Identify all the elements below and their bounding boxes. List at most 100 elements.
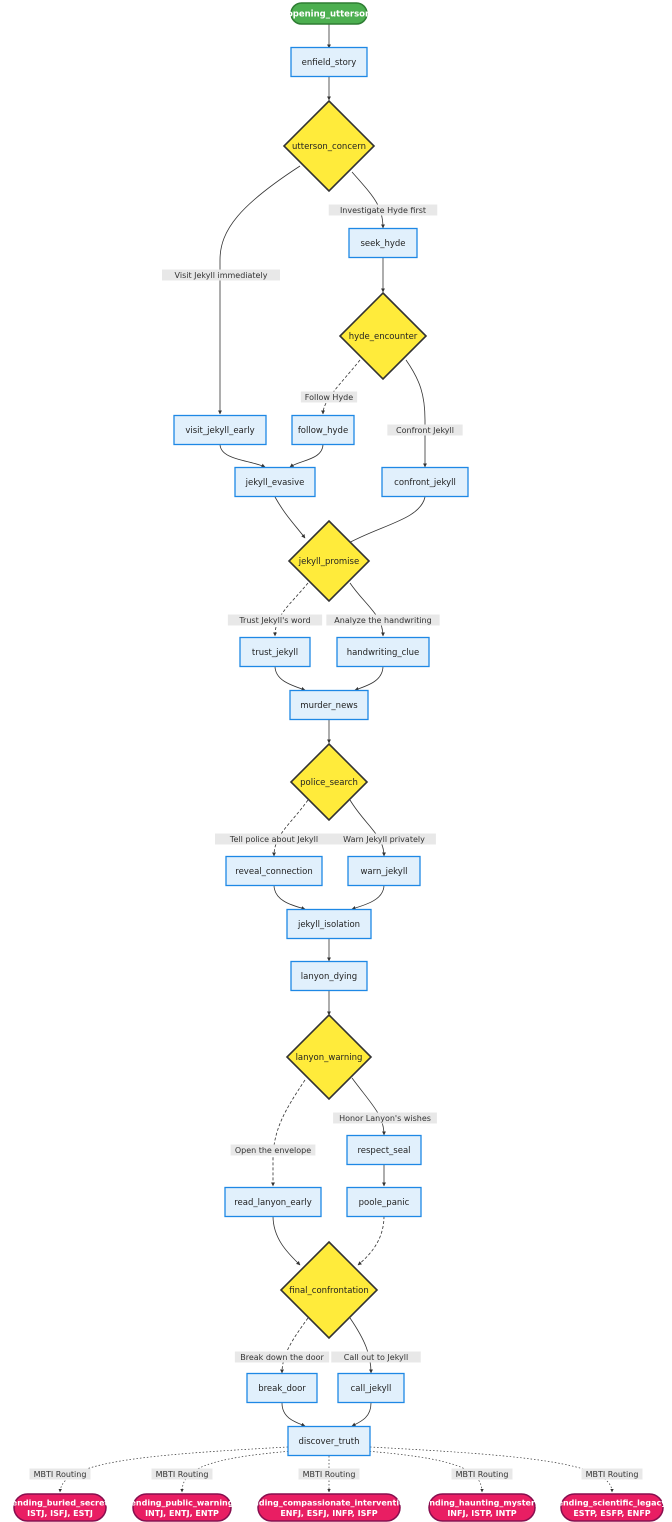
decision-node-police-search[interactable]: police_search — [289, 742, 369, 822]
edge-discover-ending-4 — [365, 1450, 484, 1493]
edge-label-visit-jekyll-immediately: Visit Jekyll immediately — [162, 269, 280, 281]
node-label: handwriting_clue — [347, 648, 420, 658]
edge-confront-promise — [344, 496, 426, 546]
svg-text:Break down the door: Break down the door — [240, 1353, 324, 1362]
node-label: discover_truth — [299, 1437, 360, 1447]
edge-warning-respect — [351, 1077, 386, 1136]
svg-text:Tell police about Jekyll: Tell police about Jekyll — [229, 835, 318, 844]
decision-node-jekyll-promise[interactable]: jekyll_promise — [287, 519, 371, 603]
edge-promise-trust — [273, 582, 309, 637]
decision-node-lanyon-warning[interactable]: lanyon_warning — [285, 1013, 373, 1101]
edge-label-mbti-routing-1: MBTI Routing — [29, 1468, 91, 1480]
node-label: police_search — [300, 778, 358, 788]
edge-concern-seek — [351, 171, 385, 229]
node-label: hyde_encounter — [349, 332, 418, 342]
node-label: visit_jekyll_early — [185, 426, 254, 436]
process-node-trust-jekyll[interactable]: trust_jekyll — [239, 636, 311, 668]
node-label: lanyon_dying — [301, 972, 357, 982]
edge-label-warn-privately: Warn Jekyll privately — [332, 833, 436, 845]
process-node-visit-jekyll-early[interactable]: visit_jekyll_early — [173, 414, 267, 446]
ending-types: INFJ, ISTP, INTP — [447, 1509, 516, 1518]
process-node-call-jekyll[interactable]: call_jekyll — [337, 1372, 405, 1404]
process-node-follow-hyde[interactable]: follow_hyde — [291, 414, 355, 446]
decision-node-utterson-concern[interactable]: utterson_concern — [282, 99, 376, 193]
edge-label-honor-wishes: Honor Lanyon's wishes — [333, 1112, 437, 1124]
process-node-read-lanyon-early[interactable]: read_lanyon_early — [224, 1186, 322, 1218]
node-label: utterson_concern — [292, 142, 366, 152]
ending-types: INTJ, ENTJ, ENTP — [145, 1509, 219, 1518]
node-label: murder_news — [300, 701, 358, 711]
svg-text:Investigate Hyde first: Investigate Hyde first — [340, 206, 426, 215]
node-label: trust_jekyll — [252, 648, 298, 658]
edge-warning-read — [271, 1079, 306, 1187]
ending-types: ESTP, ESFP, ENFP — [573, 1509, 650, 1518]
edge-label-mbti-routing-4: MBTI Routing — [451, 1468, 513, 1480]
edge-final-call — [349, 1317, 373, 1374]
edge-label-mbti-routing-3: MBTI Routing — [298, 1468, 360, 1480]
process-node-seek-hyde[interactable]: seek_hyde — [348, 227, 418, 259]
node-label: respect_seal — [357, 1146, 410, 1156]
process-node-confront-jekyll[interactable]: confront_jekyll — [381, 466, 469, 498]
svg-text:Follow Hyde: Follow Hyde — [305, 393, 353, 402]
node-label: lanyon_warning — [296, 1053, 363, 1063]
start-node-opening-utterson[interactable]: opening_utterson — [287, 2, 371, 25]
process-node-respect-seal[interactable]: respect_seal — [346, 1134, 422, 1166]
svg-text:MBTI Routing: MBTI Routing — [156, 1470, 209, 1479]
node-label: enfield_story — [302, 58, 357, 68]
process-node-discover-truth[interactable]: discover_truth — [287, 1425, 371, 1457]
node-label: jekyll_isolation — [297, 920, 360, 930]
ending-types: ISTJ, ISFJ, ESTJ — [27, 1509, 93, 1518]
node-label: jekyll_evasive — [245, 478, 305, 488]
edge-label-open-envelope: Open the envelope — [230, 1144, 316, 1156]
process-node-lanyon-dying[interactable]: lanyon_dying — [290, 960, 368, 992]
node-label: reveal_connection — [235, 867, 312, 877]
svg-text:MBTI Routing: MBTI Routing — [586, 1470, 639, 1479]
decision-node-final-confrontation[interactable]: final_confrontation — [279, 1240, 379, 1340]
node-label: read_lanyon_early — [234, 1198, 312, 1208]
edge-label-confront-jekyll: Confront Jekyll — [387, 424, 463, 436]
svg-text:Warn Jekyll privately: Warn Jekyll privately — [343, 835, 425, 844]
edge-discover-ending-1 — [58, 1446, 289, 1493]
edge-call-discover — [351, 1402, 372, 1427]
node-label: break_door — [258, 1384, 306, 1394]
process-node-enfield-story[interactable]: enfield_story — [290, 46, 368, 78]
process-node-jekyll-isolation[interactable]: jekyll_isolation — [286, 908, 372, 940]
edge-poole-final — [357, 1215, 385, 1266]
edge-follow-evasive — [289, 443, 324, 468]
edge-label-call-out: Call out to Jekyll — [331, 1351, 421, 1363]
edge-evasive-promise — [274, 496, 306, 539]
node-label: follow_hyde — [298, 426, 348, 436]
process-node-break-door[interactable]: break_door — [246, 1372, 318, 1404]
node-label: poole_panic — [359, 1198, 410, 1208]
ending-types: ENFJ, ESFJ, INFP, ISFP — [280, 1509, 377, 1518]
svg-text:MBTI Routing: MBTI Routing — [456, 1470, 509, 1479]
edge-label-mbti-routing-5: MBTI Routing — [581, 1468, 643, 1480]
ending-name: ending_scientific_legacy — [558, 1499, 668, 1508]
process-node-murder-news[interactable]: murder_news — [289, 689, 369, 721]
edge-visit-evasive — [219, 443, 266, 468]
edge-encounter-confront — [405, 359, 427, 468]
node-label: final_confrontation — [289, 1286, 369, 1296]
node-label: jekyll_promise — [298, 557, 359, 567]
edge-label-break-down-door: Break down the door — [234, 1351, 330, 1363]
process-node-poole-panic[interactable]: poole_panic — [346, 1186, 422, 1218]
process-node-jekyll-evasive[interactable]: jekyll_evasive — [234, 466, 316, 498]
svg-text:Visit Jekyll immediately: Visit Jekyll immediately — [175, 271, 268, 280]
edge-police-warn — [349, 799, 386, 857]
process-node-handwriting-clue[interactable]: handwriting_clue — [336, 636, 430, 668]
process-node-reveal-connection[interactable]: reveal_connection — [225, 855, 323, 887]
svg-text:Honor Lanyon's wishes: Honor Lanyon's wishes — [339, 1114, 431, 1123]
decision-node-hyde-encounter[interactable]: hyde_encounter — [338, 291, 428, 381]
process-node-warn-jekyll[interactable]: warn_jekyll — [347, 855, 421, 887]
svg-text:Open the envelope: Open the envelope — [235, 1146, 311, 1155]
edge-read-final — [272, 1215, 301, 1266]
edge-label-follow-hyde: Follow Hyde — [300, 391, 358, 403]
svg-text:MBTI Routing: MBTI Routing — [303, 1470, 356, 1479]
edge-label-trust-jekylls-word: Trust Jekyll's word — [227, 614, 323, 626]
